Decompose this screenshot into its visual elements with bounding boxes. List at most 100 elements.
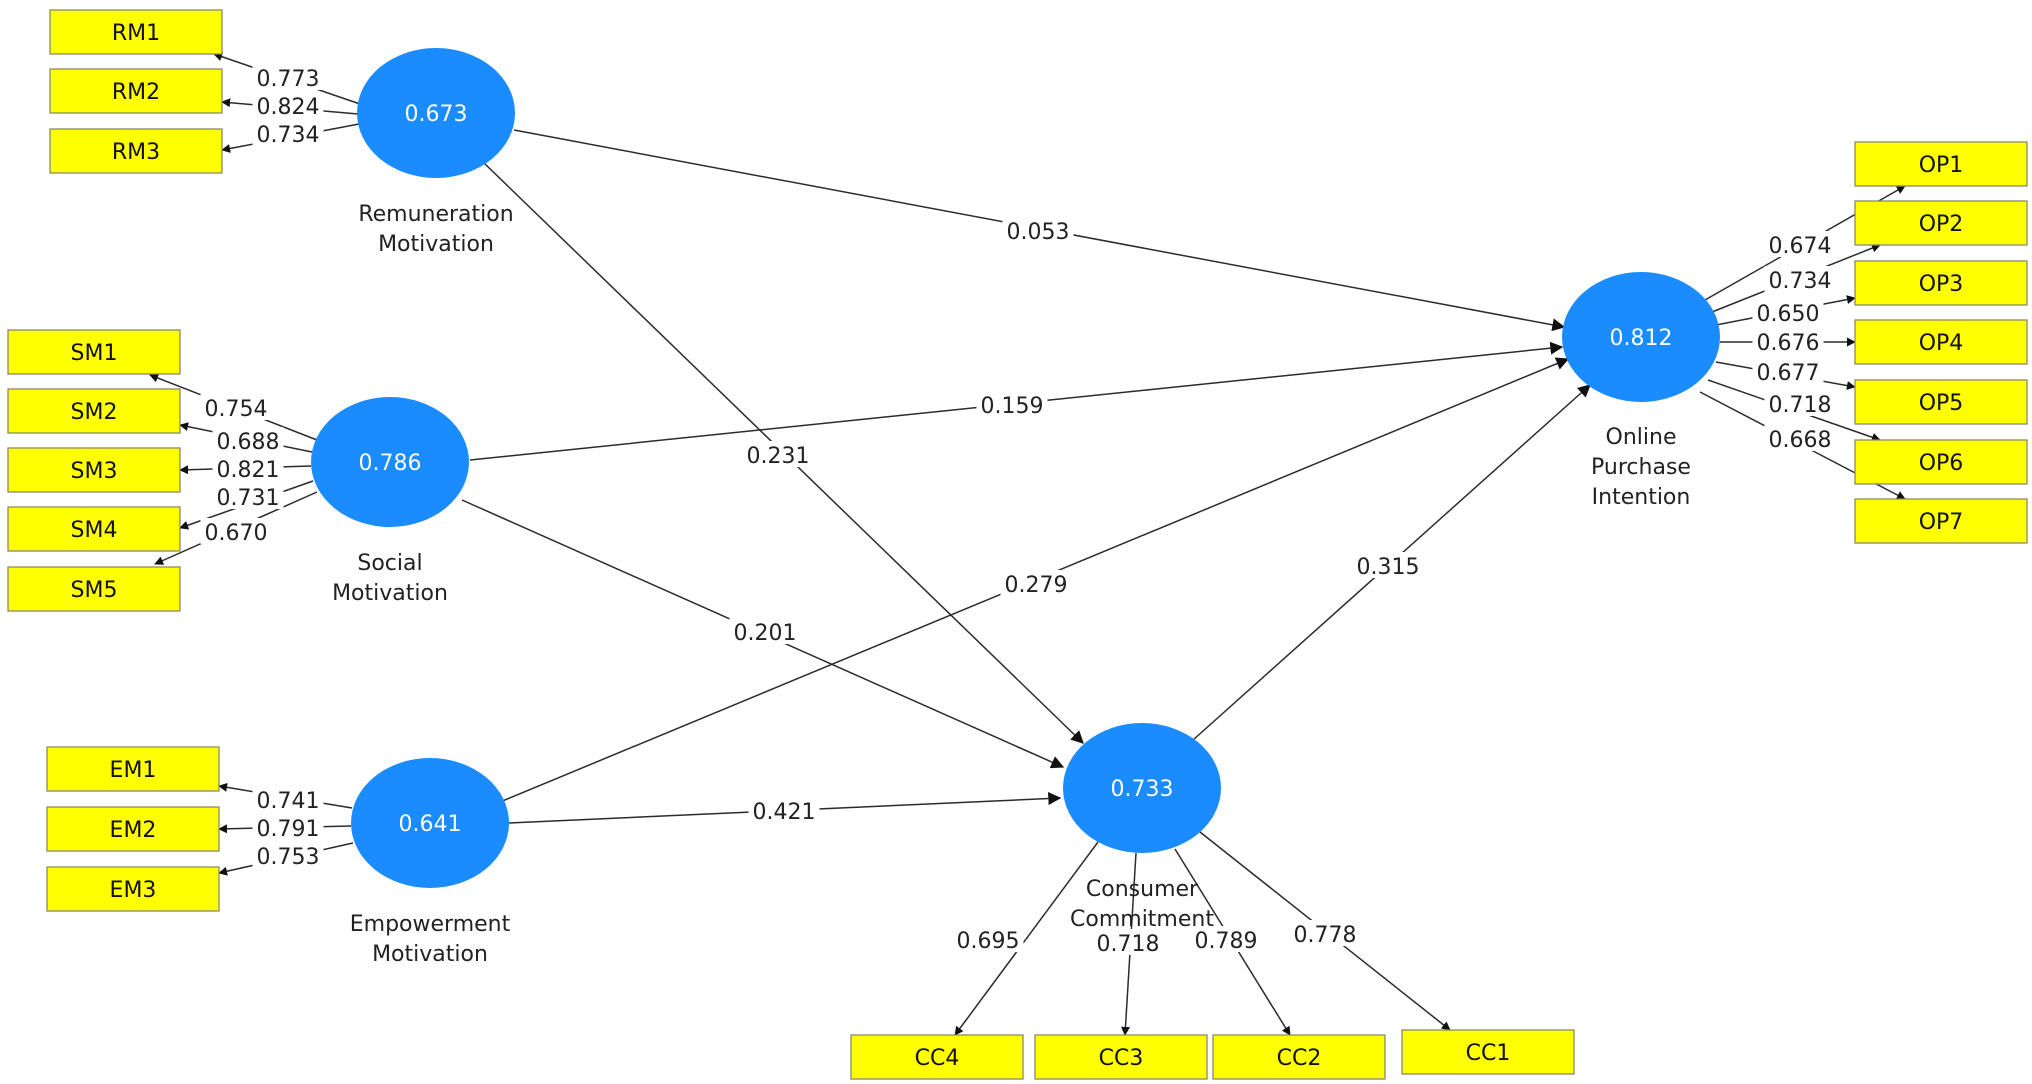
- path-coefficient-em-op: 0.279: [1005, 573, 1068, 598]
- loading-value-em1-bg: [252, 786, 324, 812]
- construct-value-rm: 0.673: [405, 102, 468, 127]
- loading-value-sm4: 0.731: [217, 486, 280, 511]
- indicator-box-op3[interactable]: [1854, 260, 2028, 306]
- indicator-label-rm3: RM3: [112, 140, 160, 165]
- indicator-box-sm1[interactable]: [7, 329, 181, 375]
- indicator-box-em2[interactable]: [46, 806, 220, 852]
- indicator-label-op5: OP5: [1919, 391, 1964, 416]
- loading-value-op4-bg: [1752, 328, 1824, 354]
- loading-value-cc1-bg: [1289, 920, 1361, 946]
- construct-value-op: 0.812: [1610, 326, 1673, 351]
- indicator-box-rm3[interactable]: [49, 128, 223, 174]
- loading-value-rm1: 0.773: [257, 67, 320, 92]
- constructs-layer: 0.673RemunerationMotivation0.786SocialMo…: [311, 48, 1720, 967]
- loading-value-cc2: 0.789: [1195, 929, 1258, 954]
- loading-value-sm2: 0.688: [217, 430, 280, 455]
- indicator-box-op7[interactable]: [1854, 498, 2028, 544]
- construct-value-sm: 0.786: [359, 451, 422, 476]
- loading-value-op1-bg: [1764, 231, 1836, 257]
- indicator-box-cc4[interactable]: [850, 1034, 1024, 1080]
- construct-name-rm-line2: Motivation: [378, 232, 494, 257]
- path-coefficient-rm-op: 0.053: [1007, 220, 1070, 245]
- loading-value-sm5: 0.670: [205, 521, 268, 546]
- indicator-label-op2: OP2: [1919, 212, 1964, 237]
- construct-rm[interactable]: [357, 48, 515, 178]
- loading-value-sm3-bg: [212, 455, 284, 481]
- indicator-label-op6: OP6: [1919, 451, 1964, 476]
- path-coefficient-sm-op: 0.159: [981, 394, 1044, 419]
- loading-value-rm2-bg: [252, 92, 324, 118]
- path-coefficient-em-cc: 0.421: [753, 800, 816, 825]
- loading-value-op6-bg: [1764, 390, 1836, 416]
- path-coefficient-rm-op-bg: [1002, 217, 1074, 243]
- path-coefficient-sm-op-bg: [976, 391, 1048, 417]
- construct-name-sm-line1: Social: [357, 551, 422, 576]
- construct-op[interactable]: [1562, 272, 1720, 402]
- loading-value-em2: 0.791: [257, 817, 320, 842]
- path-coefficient-em-cc-bg: [748, 797, 820, 823]
- loading-value-op5-bg: [1752, 358, 1824, 384]
- indicator-label-rm2: RM2: [112, 80, 160, 105]
- construct-name-sm-line2: Motivation: [332, 581, 448, 606]
- construct-sm[interactable]: [311, 397, 469, 527]
- indicator-label-cc1: CC1: [1466, 1041, 1511, 1066]
- indicator-box-cc2[interactable]: [1212, 1034, 1386, 1080]
- path-coefficient-em-op-bg: [1000, 570, 1072, 596]
- indicators-layer: RM1RM2RM3SM1SM2SM3SM4SM5EM1EM2EM3OP1OP2O…: [7, 9, 2028, 1080]
- loading-value-sm1-bg: [200, 394, 272, 420]
- indicator-label-sm2: SM2: [71, 400, 118, 425]
- construct-name-op-line2: Purchase: [1591, 455, 1691, 480]
- indicator-box-sm5[interactable]: [7, 566, 181, 612]
- indicator-box-sm4[interactable]: [7, 506, 181, 552]
- indicator-label-rm1: RM1: [112, 21, 160, 46]
- loading-value-cc4: 0.695: [957, 929, 1020, 954]
- loading-value-em3: 0.753: [257, 845, 320, 870]
- loading-value-sm2-bg: [212, 427, 284, 453]
- loading-value-op1: 0.674: [1769, 234, 1832, 259]
- indicator-label-cc4: CC4: [915, 1046, 960, 1071]
- indicator-label-op1: OP1: [1919, 153, 1964, 178]
- indicator-label-op3: OP3: [1919, 272, 1964, 297]
- indicator-label-sm5: SM5: [71, 578, 118, 603]
- indicator-box-rm2[interactable]: [49, 68, 223, 114]
- construct-name-rm-line1: Remuneration: [358, 202, 513, 227]
- indicator-box-op4[interactable]: [1854, 319, 2028, 365]
- loading-value-rm2: 0.824: [257, 95, 320, 120]
- indicator-box-op5[interactable]: [1854, 379, 2028, 425]
- loading-value-cc3-bg: [1092, 929, 1164, 955]
- loading-value-op3-bg: [1752, 299, 1824, 325]
- construct-em[interactable]: [351, 758, 509, 888]
- indicator-box-op1[interactable]: [1854, 141, 2028, 187]
- indicator-box-op6[interactable]: [1854, 439, 2028, 485]
- path-coefficient-sm-cc: 0.201: [734, 621, 797, 646]
- indicator-box-cc3[interactable]: [1034, 1034, 1208, 1080]
- indicator-box-cc1[interactable]: [1401, 1029, 1575, 1075]
- edge-labels-layer: 0.0530.2310.1590.2010.2790.4210.3150.773…: [200, 64, 1836, 957]
- indicator-box-em3[interactable]: [46, 866, 220, 912]
- loading-value-op5: 0.677: [1757, 361, 1820, 386]
- loading-value-cc1: 0.778: [1294, 923, 1357, 948]
- indicator-label-em3: EM3: [110, 878, 157, 903]
- indicator-label-em2: EM2: [110, 818, 157, 843]
- indicator-box-op2[interactable]: [1854, 200, 2028, 246]
- loading-value-op4: 0.676: [1757, 331, 1820, 356]
- construct-value-em: 0.641: [399, 812, 462, 837]
- loading-value-em2-bg: [252, 814, 324, 840]
- indicator-box-em1[interactable]: [46, 746, 220, 792]
- indicator-box-sm2[interactable]: [7, 388, 181, 434]
- loading-value-op6: 0.718: [1769, 393, 1832, 418]
- path-coefficient-cc-op: 0.315: [1357, 555, 1420, 580]
- construct-cc[interactable]: [1063, 723, 1221, 853]
- indicator-label-sm3: SM3: [71, 459, 118, 484]
- indicator-label-sm4: SM4: [71, 518, 118, 543]
- indicator-label-sm1: SM1: [71, 341, 118, 366]
- indicator-box-sm3[interactable]: [7, 447, 181, 493]
- indicator-box-rm1[interactable]: [49, 9, 223, 55]
- loading-value-sm3: 0.821: [217, 458, 280, 483]
- loading-value-sm5-bg: [200, 518, 272, 544]
- loading-value-em1: 0.741: [257, 789, 320, 814]
- path-coefficient-sm-cc-bg: [729, 618, 801, 644]
- construct-name-cc-line2: Commitment: [1070, 907, 1214, 932]
- loading-value-sm1: 0.754: [205, 397, 268, 422]
